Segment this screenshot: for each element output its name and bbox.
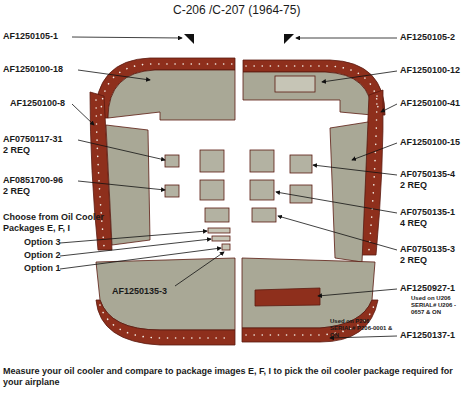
option-label: Option 3 (24, 237, 61, 248)
diagram-title: C-206 /C-207 (1964-75) (173, 3, 300, 17)
quantity-label: 2 REQ (400, 180, 427, 191)
part-number: AF1250927-1 (400, 283, 455, 294)
part-number: AF1250105-2 (400, 32, 455, 43)
part-number: AF0750135-4 (400, 169, 455, 180)
caption-note: Measure your oil cooler and compare to p… (3, 366, 471, 388)
part-number: AF1250100-8 (10, 98, 65, 109)
part-number: AF1250100-18 (3, 64, 63, 75)
part-number: AF1250105-1 (3, 31, 58, 42)
quantity-label: 4 REQ (400, 218, 427, 229)
part-number: AF1250137-1 (400, 330, 455, 341)
usage-note: Used on U206 SERIAL# U206 - 0657 & ON (411, 295, 471, 316)
quantity-label: 2 REQ (400, 255, 427, 266)
option-note: Choose from Oil Cooler Packages E, F, I (3, 212, 133, 234)
usage-note: Used on P206 SERIAL# P206-0001 & ON (330, 318, 394, 339)
part-number: AF0750117-31 (3, 134, 63, 145)
option-label: Option 1 (24, 263, 61, 274)
quantity-label: 2 REQ (3, 186, 30, 197)
part-number: AF0750135-3 (400, 244, 455, 255)
quantity-label: 2 REQ (3, 145, 30, 156)
part-number: AF1250100-41 (400, 98, 460, 109)
part-number: AF1250100-12 (400, 65, 460, 76)
part-number: AF1250100-15 (400, 137, 460, 148)
option-label: Option 2 (24, 250, 61, 261)
part-number: AF1250135-3 (112, 286, 167, 297)
leader-lines (60, 37, 397, 338)
part-number: AF0851700-96 (3, 175, 63, 186)
part-number: AF0750135-1 (400, 207, 455, 218)
